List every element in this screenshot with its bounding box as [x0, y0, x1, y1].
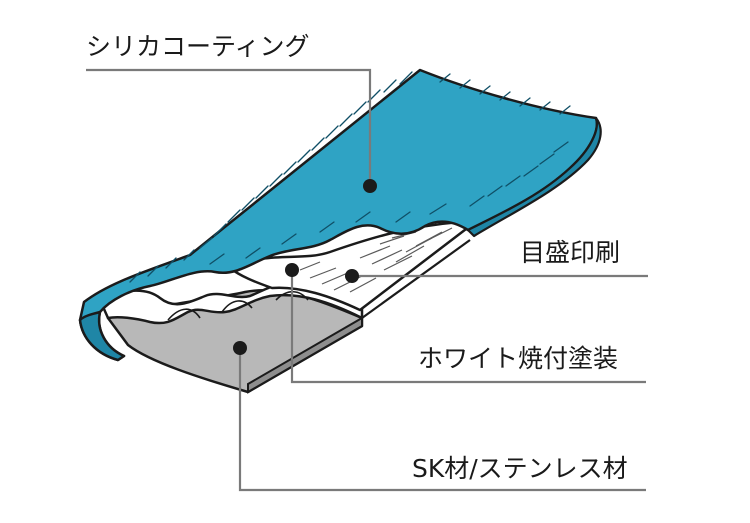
label-base-material: SK材/ステンレス材 — [412, 454, 628, 483]
dot-scale — [345, 269, 359, 283]
label-white-baked-coating: ホワイト焼付塗装 — [418, 344, 619, 373]
leader-steel — [238, 348, 646, 492]
dot-silica — [363, 179, 377, 193]
label-scale-printing: 目盛印刷 — [520, 238, 621, 267]
leader-silica — [86, 68, 372, 186]
dot-steel — [233, 341, 247, 355]
silica-coating-layer — [78, 68, 599, 362]
scale-hatch-marks — [299, 227, 453, 293]
silica-coating-edge — [466, 116, 602, 238]
steel-edge — [247, 316, 363, 394]
scale-strip-edge — [361, 239, 471, 319]
leader-lines — [86, 68, 648, 492]
dot-white — [285, 263, 299, 277]
silica-coating-curl — [78, 310, 126, 362]
silica-texture-lines — [129, 71, 571, 283]
leader-white — [290, 270, 646, 384]
white-layer-wave-line — [167, 290, 309, 321]
label-silica-coating: シリカコーティング — [86, 32, 310, 61]
